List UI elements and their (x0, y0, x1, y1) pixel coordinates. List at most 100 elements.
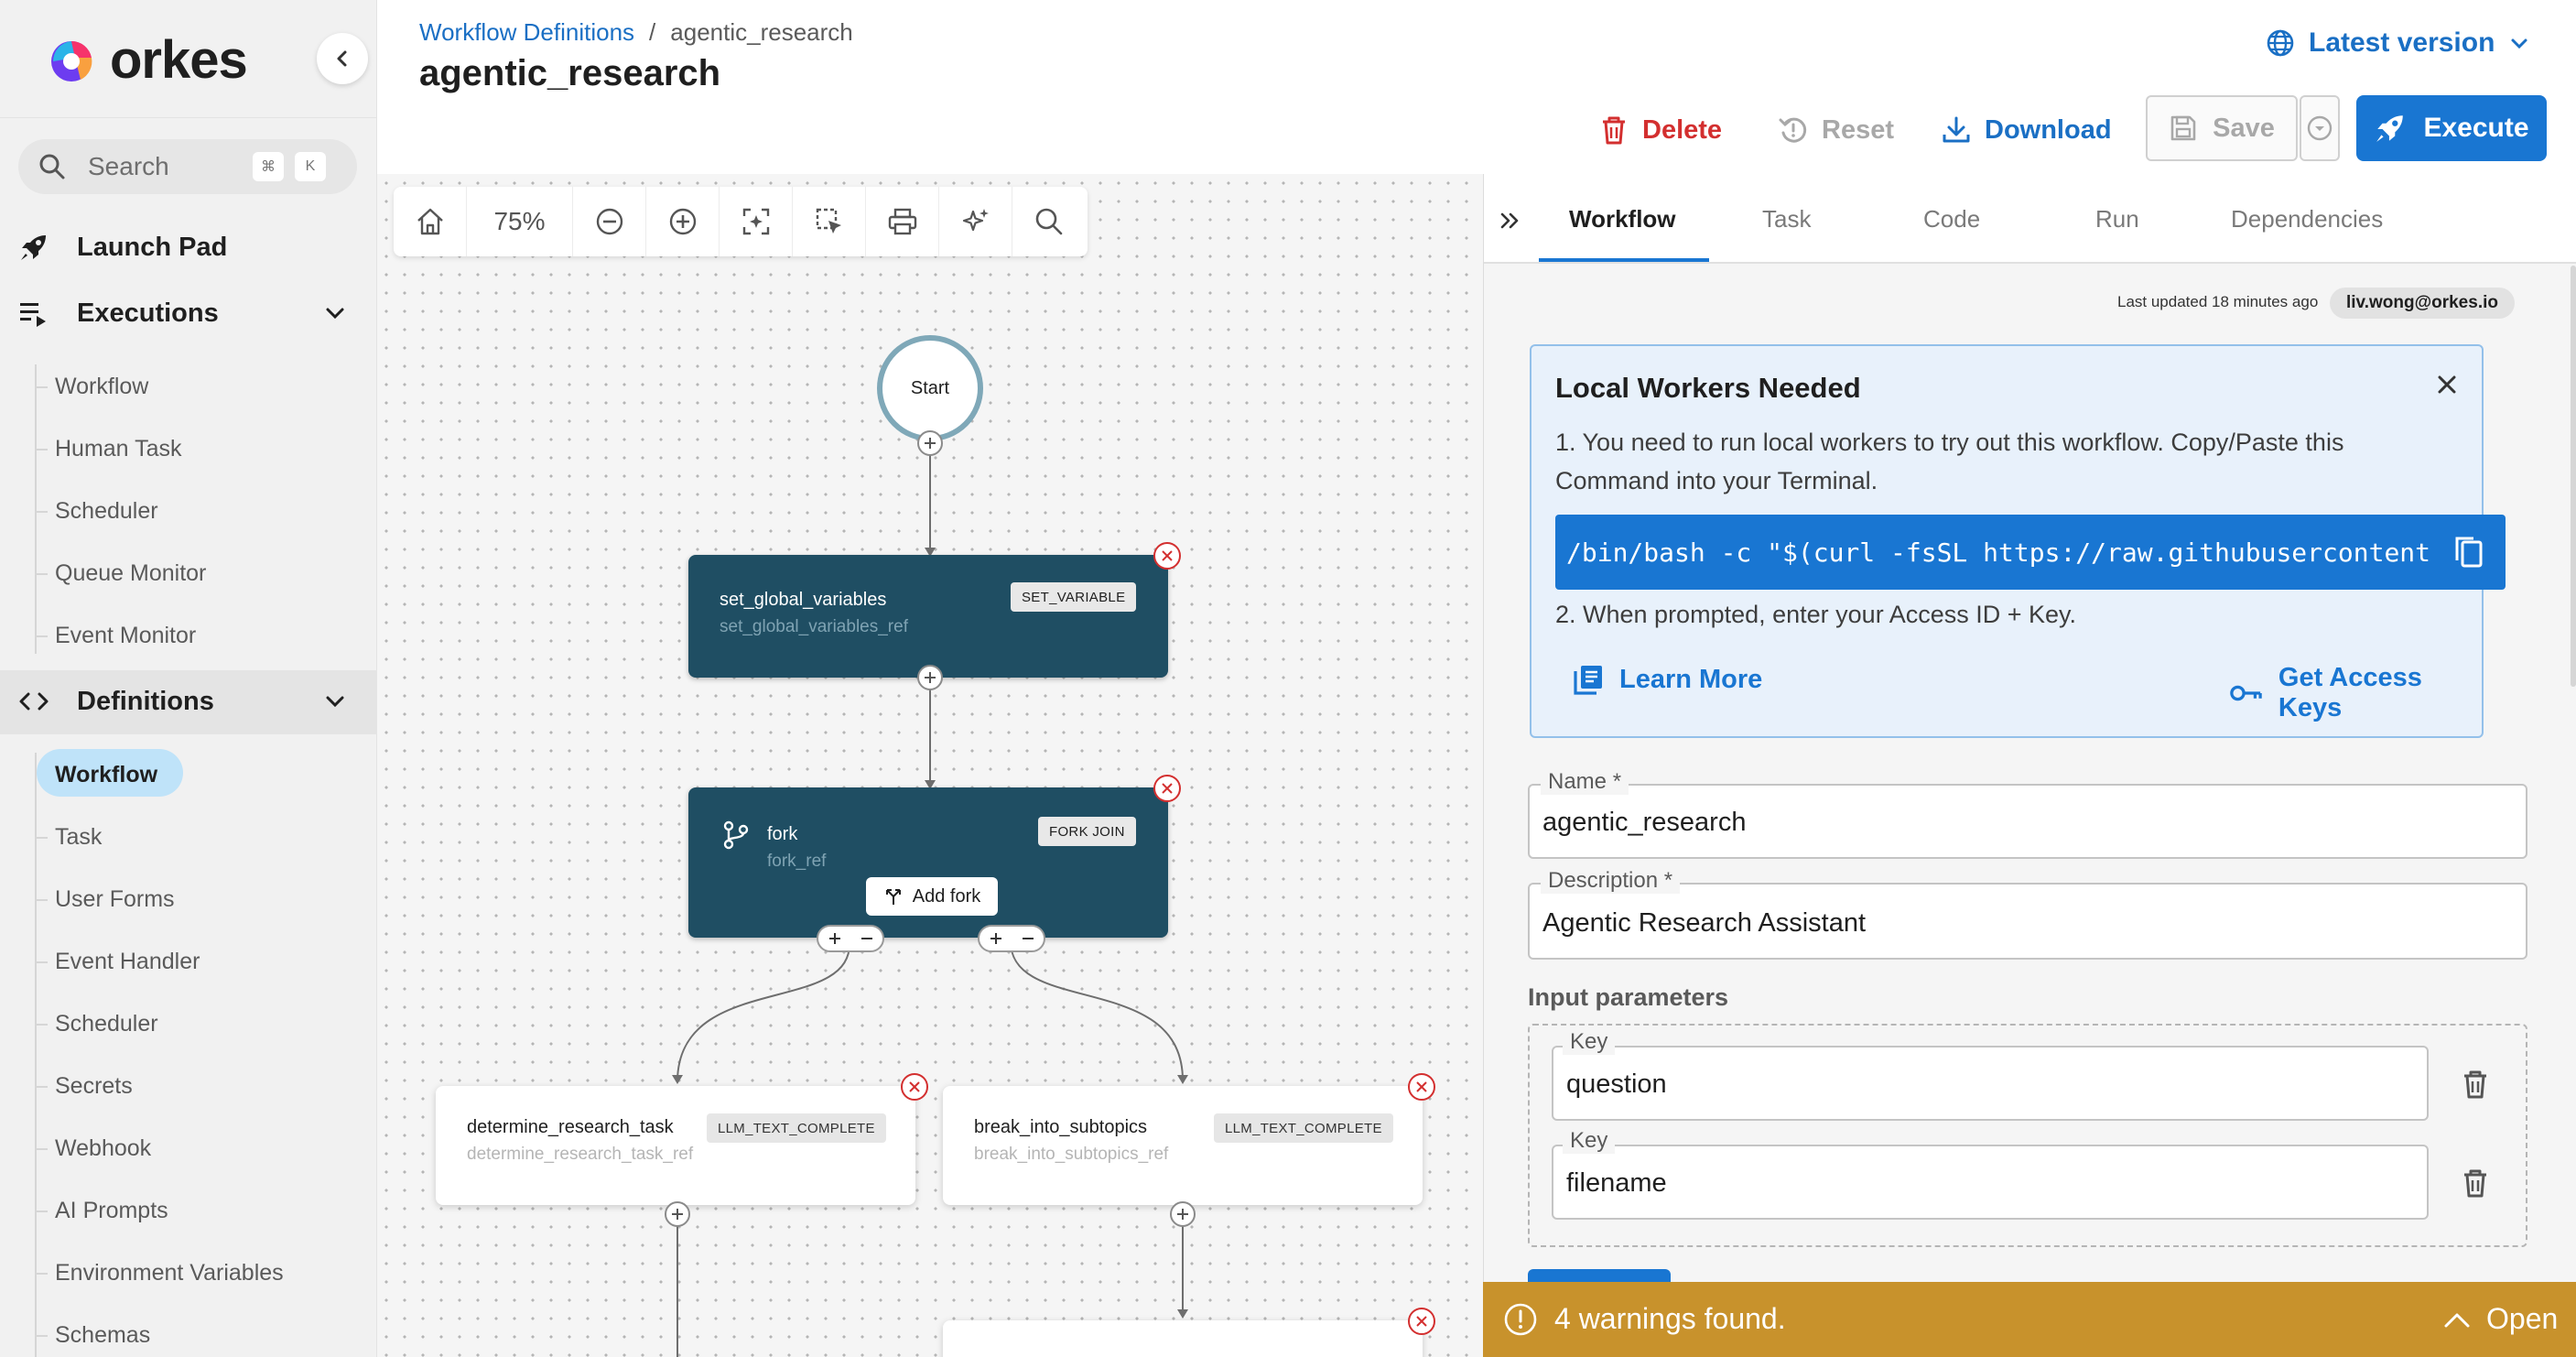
nav-def-webhook[interactable]: Webhook (55, 1135, 152, 1161)
nav-def-task[interactable]: Task (55, 824, 103, 850)
task-name: set_global_variables (720, 590, 887, 610)
chevron-down-icon (2511, 38, 2527, 49)
key-icon (2230, 685, 2262, 701)
close-icon[interactable] (2432, 370, 2462, 399)
orkes-logo[interactable]: orkes (44, 27, 248, 92)
add-task-button[interactable] (917, 430, 943, 456)
select-area-icon (816, 208, 841, 233)
add-fork-button[interactable]: Add fork (866, 877, 998, 916)
nav-def-schemas[interactable]: Schemas (55, 1322, 151, 1348)
nav-exec-human-task[interactable]: Human Task (55, 436, 182, 461)
zoom-in-icon (669, 208, 696, 235)
input-param-key-field[interactable]: Key filename (1552, 1128, 2429, 1220)
chevron-down-circle-icon (2307, 115, 2332, 141)
task-node-set-global-variables[interactable]: set_global_variables set_global_variable… (688, 555, 1168, 678)
remove-task-button[interactable] (901, 1073, 928, 1101)
copy-icon (2455, 537, 2483, 568)
save-button[interactable]: Save (2146, 95, 2298, 161)
remove-task-button[interactable] (1408, 1073, 1435, 1101)
sparkles-icon (962, 209, 989, 232)
task-ref: break_into_subtopics_ref (974, 1145, 1169, 1164)
remove-task-button[interactable] (1153, 775, 1181, 802)
version-selector[interactable]: Latest version (2265, 27, 2531, 59)
execute-button[interactable]: Execute (2356, 95, 2547, 161)
nav-executions[interactable]: Executions (18, 286, 359, 341)
learn-more-label: Learn More (1619, 664, 1763, 694)
task-name: fork (767, 824, 798, 844)
tab-task[interactable]: Task (1762, 205, 1812, 233)
zoom-in-button[interactable] (646, 187, 720, 256)
trash-icon[interactable] (2460, 1068, 2491, 1101)
delete-button[interactable]: Delete (1598, 108, 1722, 152)
nav-def-workflow[interactable]: Workflow (55, 762, 158, 787)
workflow-canvas[interactable]: 75% (377, 174, 1483, 1357)
warnings-bar[interactable]: 4 warnings found. Open (1483, 1282, 2576, 1357)
install-command[interactable]: /bin/bash -c "$(curl -fsSL https://raw.g… (1555, 515, 2506, 590)
minus-icon[interactable] (860, 931, 874, 946)
tab-workflow[interactable]: Workflow (1569, 205, 1676, 233)
workflow-name-label: Name * (1541, 769, 1629, 795)
auto-layout-button[interactable] (939, 187, 1012, 256)
nav-def-user-forms[interactable]: User Forms (55, 886, 175, 912)
task-node-break-into-subtopics[interactable]: break_into_subtopics break_into_subtopic… (943, 1086, 1423, 1205)
workflow-description-label: Description * (1541, 868, 1681, 894)
task-ref: determine_research_task_ref (467, 1145, 694, 1164)
nav-exec-queue-monitor[interactable]: Queue Monitor (55, 560, 207, 586)
nav-exec-scheduler[interactable]: Scheduler (55, 498, 158, 524)
plus-icon[interactable] (828, 931, 842, 946)
minus-icon[interactable] (1021, 931, 1035, 946)
nav-launch-pad[interactable]: Launch Pad (18, 220, 359, 275)
add-task-button[interactable] (665, 1201, 690, 1227)
save-options-button[interactable] (2300, 95, 2340, 161)
task-name: determine_research_task (467, 1117, 674, 1137)
tab-dependencies[interactable]: Dependencies (2231, 205, 2384, 233)
remove-task-button[interactable] (1153, 542, 1181, 570)
fit-home-button[interactable] (394, 187, 467, 256)
print-button[interactable] (866, 187, 939, 256)
select-area-button[interactable] (793, 187, 866, 256)
open-warnings-button[interactable]: Open (2441, 1302, 2558, 1336)
task-node-partial[interactable] (943, 1320, 1423, 1357)
zoom-out-button[interactable] (573, 187, 646, 256)
nav-def-environment-variables[interactable]: Environment Variables (55, 1260, 284, 1286)
nav-exec-event-monitor[interactable]: Event Monitor (55, 623, 197, 648)
breadcrumb-workflow-definitions-link[interactable]: Workflow Definitions (419, 18, 635, 46)
print-icon (888, 208, 916, 235)
install-command-text: /bin/bash -c "$(curl -fsSL https://raw.g… (1566, 537, 2431, 568)
trash-icon (1603, 116, 1625, 145)
workflow-description-field[interactable]: Description * Agentic Research Assistant (1528, 868, 2527, 960)
remove-task-button[interactable] (1408, 1308, 1435, 1335)
download-button[interactable]: Download (1941, 108, 2112, 152)
fit-view-button[interactable] (720, 187, 793, 256)
nav-def-event-handler[interactable]: Event Handler (55, 949, 200, 974)
task-node-determine-research-task[interactable]: determine_research_task determine_resear… (436, 1086, 915, 1205)
fork-branch-controls[interactable] (978, 925, 1045, 952)
task-type-badge: FORK JOIN (1038, 817, 1136, 846)
workflow-name-field[interactable]: Name * agentic_research (1528, 769, 2527, 859)
globe-icon (2267, 29, 2294, 57)
canvas-search-button[interactable] (1012, 187, 1086, 256)
nav-def-ai-prompts[interactable]: AI Prompts (55, 1198, 168, 1223)
input-param-key-field[interactable]: Key question (1552, 1029, 2429, 1121)
collapse-panel-icon[interactable] (1497, 207, 1524, 234)
add-task-button[interactable] (1170, 1201, 1196, 1227)
nav-def-secrets[interactable]: Secrets (55, 1073, 133, 1099)
learn-more-link[interactable]: Learn More (1572, 663, 1762, 696)
search-input[interactable]: Search ⌘ K (18, 139, 357, 194)
tab-run[interactable]: Run (2095, 205, 2139, 233)
start-node[interactable]: Start (877, 335, 983, 441)
nav-def-scheduler[interactable]: Scheduler (55, 1011, 158, 1037)
reset-button[interactable]: Reset (1778, 108, 1894, 152)
get-access-keys-link[interactable]: Get Access Keys (2229, 663, 2482, 723)
add-task-button[interactable] (917, 665, 943, 690)
collapse-sidebar-button[interactable] (317, 33, 368, 84)
fork-branch-controls[interactable] (817, 925, 884, 952)
panel-scrollbar[interactable] (2571, 266, 2576, 687)
copy-command-button[interactable] (2451, 533, 2487, 571)
plus-icon[interactable] (989, 931, 1003, 946)
trash-icon[interactable] (2460, 1167, 2491, 1200)
tab-code[interactable]: Code (1923, 205, 1981, 233)
nav-definitions[interactable]: Definitions (18, 674, 359, 729)
warning-circle-icon (1504, 1303, 1537, 1336)
nav-exec-workflow[interactable]: Workflow (55, 374, 149, 399)
